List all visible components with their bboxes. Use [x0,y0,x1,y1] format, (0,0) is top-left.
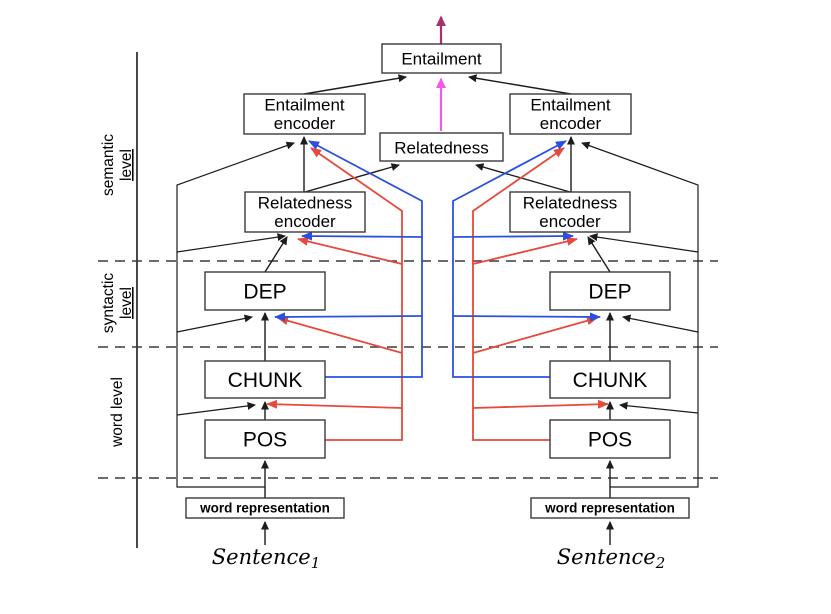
blue-to-relatedness-encoder-right [452,231,574,241]
skip-trunk-right [581,141,699,488]
dep-right-box [549,271,671,311]
skip-to-relatedness-encoder-left [176,233,286,253]
sentence2-label: Sentence2 [557,545,665,572]
entailment-encoder-right-node: Entailment encoder [509,93,632,135]
sentence1-base: Sentence [212,545,311,569]
semantic-level-label-line1: semantic [100,134,117,196]
dep-right-label: DEP [588,281,631,304]
skip-to-relatedness-encoder-right [589,233,699,253]
entailment-encoder-left-label-line1: Entailment [264,96,345,115]
dep-left-label: DEP [243,281,286,304]
word-representation-right-label: word representation [544,501,675,516]
dep-left-node: DEP [204,271,326,311]
word-representation-left-box [185,497,345,519]
sentence1-label: Sentence1 [212,545,320,572]
chunk-right-box [549,360,671,399]
word-skip-connections-left [176,141,295,488]
red-to-chunk-right [472,399,609,409]
red-to-dep-right [472,316,598,354]
chunk-left-label: CHUNK [228,369,303,392]
arrow-entailment-encoder-right-to-entailment [468,74,572,95]
entailment-label: Entailment [401,50,482,69]
red-to-chunk-left [266,399,403,409]
skip-trunk-left [176,141,295,488]
entailment-encoder-right-label-line1: Entailment [530,96,611,115]
pos-left-box [204,419,326,459]
chunk-label-connections-left [274,140,423,378]
relatedness-label: Relatedness [394,139,489,158]
red-to-relatedness-encoder-left [297,236,403,265]
chunk-right-node: CHUNK [549,360,671,399]
relatedness-encoder-right-box [509,191,631,233]
blue-to-dep-left [274,312,423,322]
entailment-encoder-left-node: Entailment encoder [243,93,366,135]
word-representation-left-label: word representation [199,501,330,516]
red-to-relatedness-encoder-right [472,236,578,265]
entailment-encoder-right-label-line2: encoder [540,114,602,133]
blue-to-relatedness-encoder-left [301,231,423,241]
syntactic-level-label-line1: syntactic [100,273,117,334]
relatedness-encoder-left-label-line1: Relatedness [258,194,353,213]
chunk-label-connections-right [452,140,601,378]
dep-right-node: DEP [549,271,671,311]
dep-left-box [204,271,326,311]
relatedness-encoder-right-label-line2: encoder [539,212,601,231]
semantic-level-label-line2: level [118,149,135,181]
entailment-encoder-left-box [243,93,366,135]
relatedness-node: Relatedness [379,132,504,162]
pos-left-label: POS [243,429,287,452]
relatedness-box [379,132,504,162]
arrow-relatedness-encoder-left-to-relatedness [304,163,400,193]
blue-trunk-left [308,140,423,378]
spine-left [261,74,407,545]
red-to-dep-left [277,316,403,354]
arrow-dep-to-relatedness-encoder-left [264,236,288,273]
pos-left-node: POS [204,419,326,459]
pos-right-box [549,419,671,459]
skip-to-dep-left [176,314,253,333]
pos-label-connections-left [266,147,403,441]
pos-right-label: POS [588,429,632,452]
word-level-label: word level [109,377,126,448]
relatedness-encoder-right-node: Relatedness encoder [509,191,631,233]
skip-to-chunk-left [176,401,256,416]
relatedness-encoder-left-label-line2: encoder [274,212,336,231]
word-representation-right-node: word representation [530,497,690,519]
word-representation-left-node: word representation [185,497,345,519]
level-structure: semantic level syntactic level word leve… [98,52,718,548]
entailment-encoder-left-label-line2: encoder [274,114,336,133]
chunk-left-box [204,360,326,399]
chunk-left-node: CHUNK [204,360,326,399]
chunk-right-label: CHUNK [573,369,648,392]
relatedness-encoder-right-label-line1: Relatedness [523,194,618,213]
relatedness-encoder-left-node: Relatedness encoder [244,191,366,233]
red-trunk-right [472,147,565,441]
skip-to-chunk-right [619,401,699,414]
entailment-encoder-right-box [509,93,632,135]
arrow-entailment-encoder-left-to-entailment [303,74,407,95]
word-representation-right-box [530,497,690,519]
pos-right-node: POS [549,419,671,459]
pos-label-connections-right [472,147,609,441]
entailment-node: Entailment [381,43,502,74]
blue-trunk-right [452,140,567,378]
word-skip-connections-right [581,141,699,488]
sentence2-base: Sentence [557,545,656,569]
sentence1-subscript: 1 [311,554,321,572]
syntactic-level-label-line2: level [118,287,135,319]
spine-right [468,74,614,545]
skip-to-dep-right [622,314,699,333]
arrow-relatedness-encoder-right-to-relatedness [475,163,571,193]
entailment-box [381,43,502,74]
relatedness-encoder-left-box [244,191,366,233]
arrow-dep-to-relatedness-encoder-right [587,236,611,273]
red-trunk-left [310,147,403,441]
sentence2-subscript: 2 [655,554,666,572]
blue-to-dep-right [452,312,601,322]
